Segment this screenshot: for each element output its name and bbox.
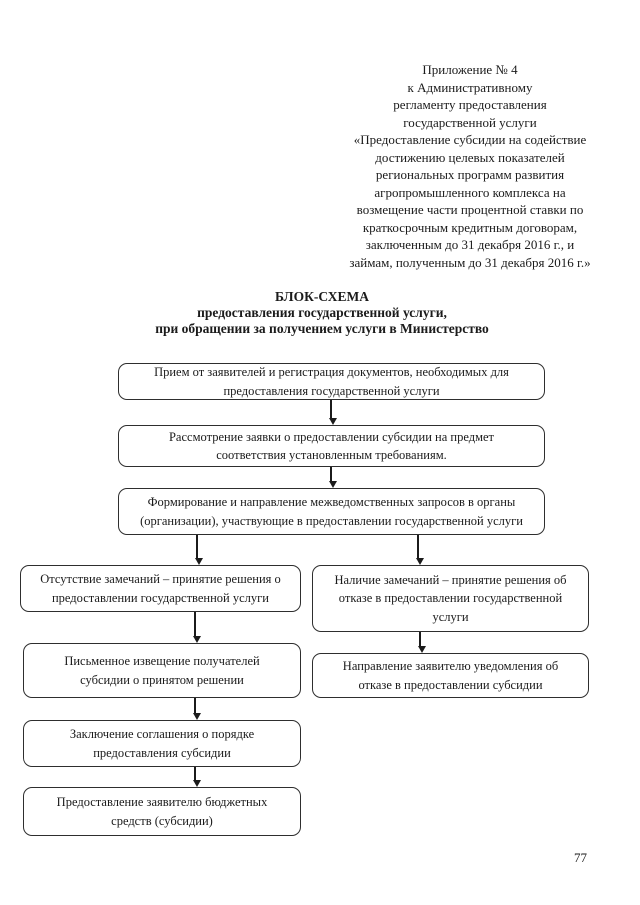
- arrow-down-icon: [195, 535, 203, 565]
- arrow-down-icon: [329, 400, 337, 425]
- page-number: 77: [574, 850, 587, 865]
- flow-box-written-notice: Письменное извещение получателей субсиди…: [23, 643, 301, 698]
- arrow-down-icon: [329, 467, 337, 488]
- flow-box-review: Рассмотрение заявки о предоставлении суб…: [118, 425, 545, 467]
- flow-box-no-remarks-decision: Отсутствие замечаний – принятие решения …: [20, 565, 301, 612]
- arrow-down-icon: [416, 535, 424, 565]
- flow-box-interagency-requests: Формирование и направление межведомствен…: [118, 488, 545, 535]
- arrow-down-icon: [193, 767, 201, 787]
- page-title: БЛОК-СХЕМА предоставления государственно…: [155, 289, 489, 336]
- flow-box-reception: Прием от заявителей и регистрация докуме…: [118, 363, 545, 400]
- flow-box-remarks-refusal-decision: Наличие замечаний – принятие решения об …: [312, 565, 589, 632]
- arrow-down-icon: [193, 698, 201, 720]
- arrow-down-icon: [418, 632, 426, 653]
- arrow-down-icon: [193, 612, 201, 643]
- appendix-header: Приложение № 4 к Административному регла…: [349, 62, 591, 270]
- flow-box-agreement: Заключение соглашения о порядке предоста…: [23, 720, 301, 767]
- flow-box-budget-funds: Предоставление заявителю бюджетных средс…: [23, 787, 301, 836]
- flow-box-refusal-notice: Направление заявителю уведомления об отк…: [312, 653, 589, 698]
